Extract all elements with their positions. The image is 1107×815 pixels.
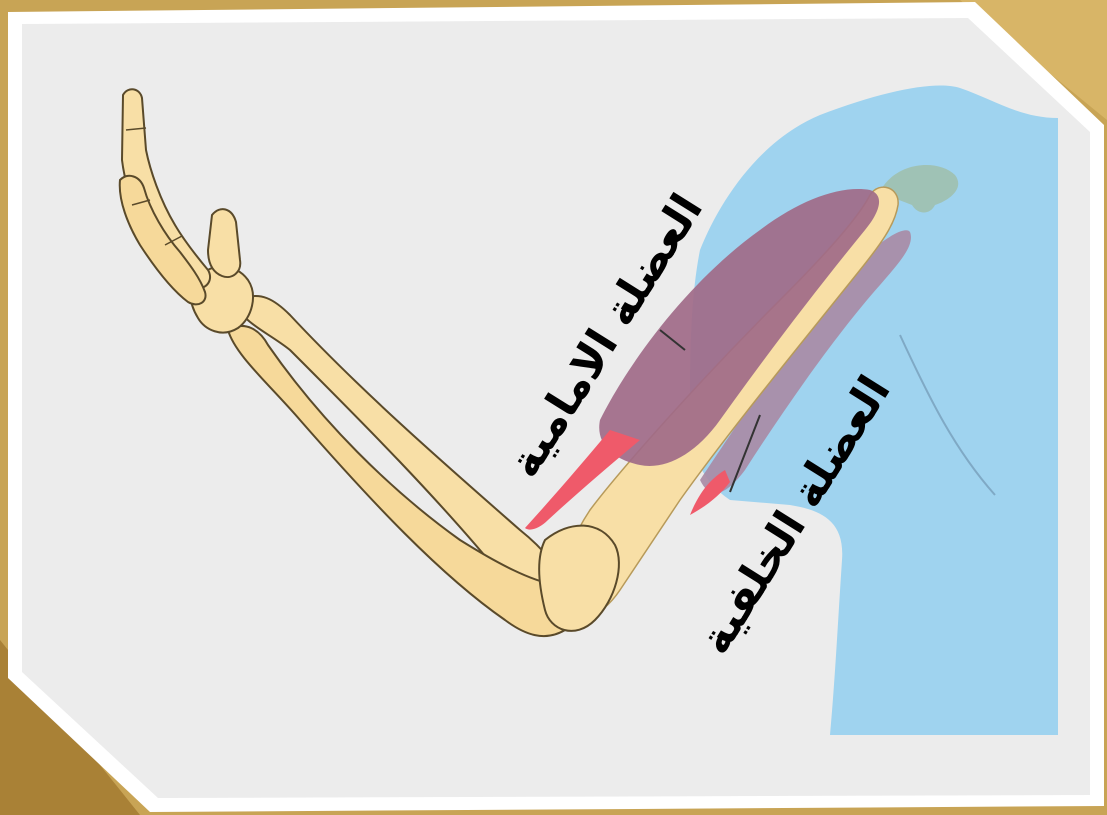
thumb-bones [208,209,240,277]
